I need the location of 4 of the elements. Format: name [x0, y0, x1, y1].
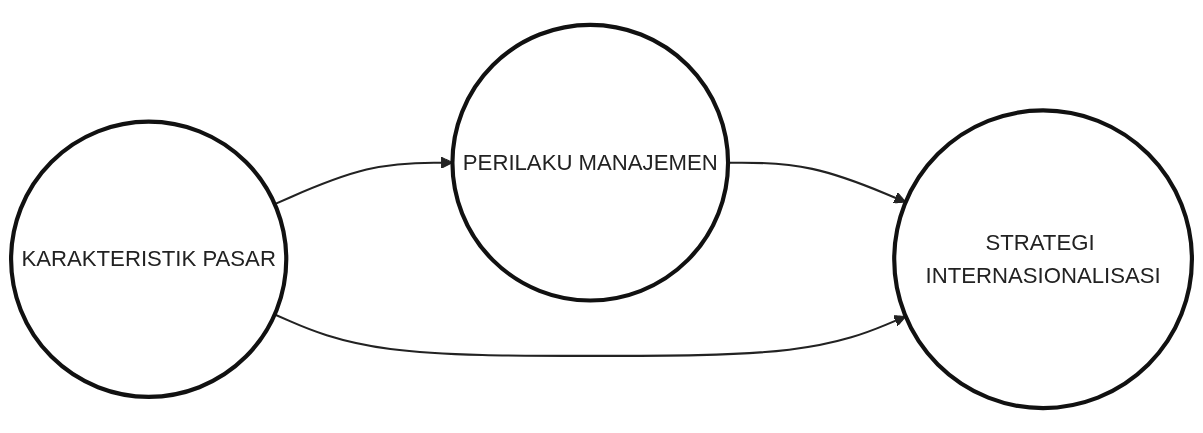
- node-circle: PERILAKU MANAJEMEN: [450, 22, 731, 303]
- node-circle: KARAKTERISTIK PASAR: [9, 119, 289, 399]
- arrow: [274, 313, 907, 357]
- node-circle: STRATEGI INTERNASIONALISASI: [892, 108, 1194, 411]
